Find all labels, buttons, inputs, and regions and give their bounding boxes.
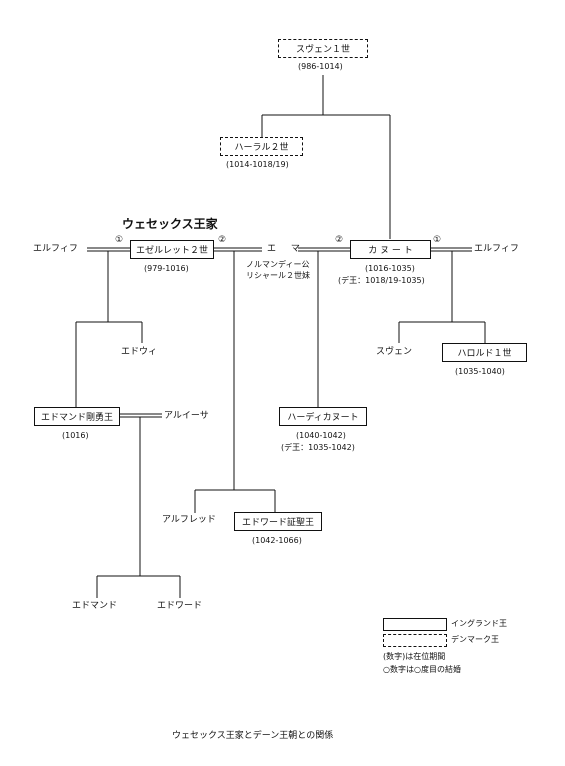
aelfgifu-left: エルフィフ — [33, 244, 78, 254]
marriage-mark-knut-2: ② — [335, 235, 344, 245]
knut-years: (1016-1035) — [365, 264, 415, 273]
sven-name: スヴェン１世 — [295, 45, 350, 55]
aldgyth-name: アルイーサ — [164, 411, 209, 421]
edward-confessor-years: (1042-1066) — [252, 536, 302, 545]
edmund-name: エドマンド — [72, 601, 118, 611]
sven-years: (986-1014) — [298, 62, 343, 71]
marriage-mark-knut-1: ① — [433, 235, 442, 245]
legend-denmark-swatch — [383, 634, 447, 647]
harold1-name: ハロルド１世 — [457, 349, 512, 359]
marriage-mark-aethelred-2: ② — [218, 235, 227, 245]
alfred-name: アルフレッド — [162, 515, 216, 525]
legend-england-swatch — [383, 618, 447, 631]
aethelred-box: エゼルレット２世 — [130, 240, 214, 259]
harthacnut-years: (1040-1042) — [296, 431, 346, 440]
edward-name: エドワード — [157, 601, 203, 611]
knut-name: カ ヌ ー ト — [368, 246, 413, 256]
legend-marriage-label: ○数字は○度目の結婚 — [383, 665, 461, 674]
harthacnut-danish: (デ王：1035-1042) — [281, 443, 355, 452]
edmund-ironside-box: エドマンド剛勇王 — [34, 407, 120, 426]
legend-england-label: イングランド王 — [451, 619, 507, 628]
edwig-name: エドウィ — [121, 347, 158, 357]
harold1-years: (1035-1040) — [455, 367, 505, 376]
harald-name: ハーラル２世 — [234, 143, 289, 153]
knut-danish: (デ王：1018/19-1035) — [338, 276, 425, 285]
harald-box: ハーラル２世 — [220, 137, 303, 156]
aethelred-years: (979-1016) — [144, 264, 189, 273]
diagram-caption: ウェセックス王家とデーン王朝との関係 — [172, 731, 334, 741]
emma-note1: ノルマンディー公 — [246, 260, 310, 269]
aethelred-name: エゼルレット２世 — [135, 246, 208, 256]
legend-denmark-label: デンマーク王 — [451, 635, 499, 644]
knut-box: カ ヌ ー ト — [350, 240, 431, 259]
harold1-box: ハロルド１世 — [442, 343, 527, 362]
legend-reign-label: (数字)は在位期間 — [383, 652, 446, 661]
aelfgifu-right: エルフィフ — [474, 244, 519, 254]
edmund-ironside-years: (1016) — [62, 431, 89, 440]
emma-note2: リシャール２世妹 — [246, 271, 310, 280]
edmund-ironside-name: エドマンド剛勇王 — [40, 413, 113, 423]
edward-confessor-name: エドワード証聖王 — [241, 518, 314, 528]
harthacnut-name: ハーディカヌート — [287, 413, 359, 423]
wessex-label: ウェセックス王家 — [122, 217, 218, 231]
marriage-mark-aethelred-1: ① — [115, 235, 124, 245]
sven-box: スヴェン１世 — [278, 39, 368, 58]
edward-confessor-box: エドワード証聖王 — [234, 512, 322, 531]
emma-name: エ マ — [267, 244, 306, 254]
harthacnut-box: ハーディカヌート — [279, 407, 367, 426]
harald-years: (1014-1018/19) — [226, 160, 289, 169]
svein-son-name: スヴェン — [376, 347, 413, 357]
